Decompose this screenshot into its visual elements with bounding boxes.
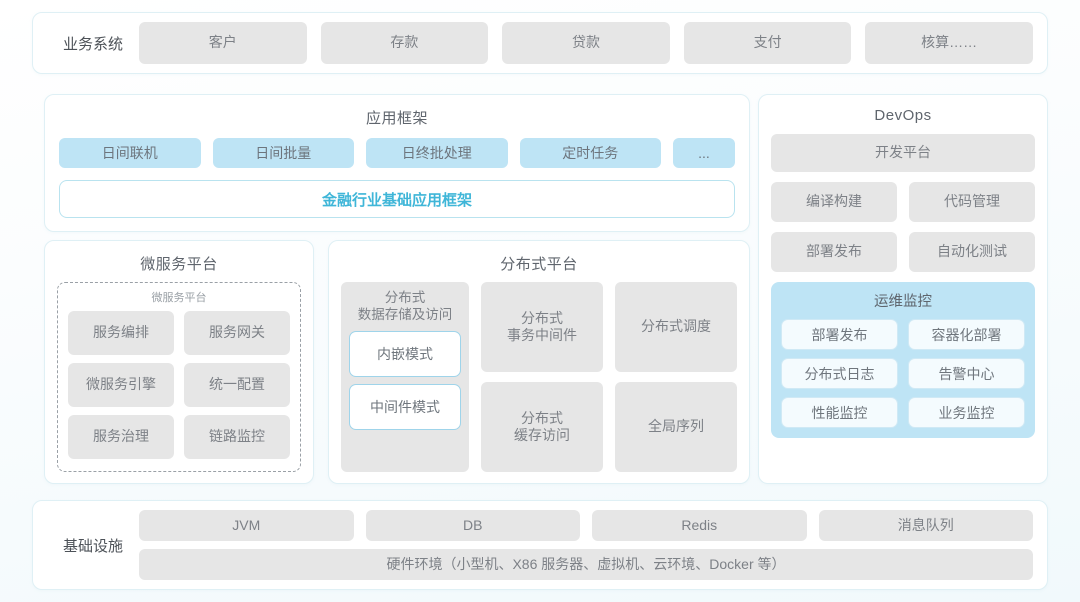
- infrastructure-chips: JVM DB Redis 消息队列: [139, 510, 1033, 541]
- infra-chip-message-queue[interactable]: 消息队列: [818, 510, 1033, 541]
- distributed-data-storage-title: 分布式 数据存储及访问: [349, 290, 461, 324]
- microservice-chip-unified-config[interactable]: 统一配置: [184, 363, 290, 407]
- infrastructure-row: 基础设施 JVM DB Redis 消息队列 硬件环境（小型机、X86 服务器、…: [32, 500, 1048, 590]
- distributed-chip-transaction-middleware[interactable]: 分布式 事务中间件: [481, 282, 603, 372]
- microservice-chip-trace-monitor[interactable]: 链路监控: [184, 415, 290, 459]
- ops-chip-alert-center[interactable]: 告警中心: [908, 358, 1025, 389]
- devops-title: DevOps: [874, 107, 932, 124]
- distributed-data-storage-card[interactable]: 分布式 数据存储及访问 内嵌模式 中间件模式: [341, 282, 469, 472]
- business-chip-loan[interactable]: 贷款: [502, 22, 670, 64]
- application-framework-pills: 日间联机 日间批量 日终批处理 定时任务 ...: [59, 138, 735, 168]
- distributed-mode-middleware[interactable]: 中间件模式: [349, 383, 461, 430]
- application-framework-card: 应用框架 日间联机 日间批量 日终批处理 定时任务 ... 金融行业基础应用框架: [44, 94, 750, 232]
- devops-chip-code-management[interactable]: 代码管理: [909, 182, 1035, 222]
- microservice-platform-inner-box: 微服务平台 服务编排 服务网关 微服务引擎 统一配置 服务治理 链路监控: [57, 282, 301, 472]
- microservice-platform-card: 微服务平台 微服务平台 服务编排 服务网关 微服务引擎 统一配置 服务治理 链路…: [44, 240, 314, 484]
- infrastructure-hardware-row: 硬件环境（小型机、X86 服务器、虚拟机、云环境、Docker 等）: [139, 549, 1033, 580]
- microservice-items-grid: 服务编排 服务网关 微服务引擎 统一配置 服务治理 链路监控: [68, 311, 290, 459]
- ops-chip-container-deploy[interactable]: 容器化部署: [908, 319, 1025, 350]
- infra-chip-jvm[interactable]: JVM: [139, 510, 354, 541]
- distributed-platform-body: 分布式 数据存储及访问 内嵌模式 中间件模式 分布式 事务中间件 分布式调度 分…: [341, 282, 737, 472]
- app-pill-more[interactable]: ...: [673, 138, 735, 168]
- ops-monitoring-block: 运维监控 部署发布 容器化部署 分布式日志 告警中心 性能监控 业务监控: [771, 282, 1035, 438]
- business-systems-row: 业务系统 客户 存款 贷款 支付 核算……: [32, 12, 1048, 74]
- infrastructure-content: JVM DB Redis 消息队列 硬件环境（小型机、X86 服务器、虚拟机、云…: [139, 510, 1033, 580]
- microservice-chip-gateway[interactable]: 服务网关: [184, 311, 290, 355]
- infra-chip-hardware-environment[interactable]: 硬件环境（小型机、X86 服务器、虚拟机、云环境、Docker 等）: [139, 549, 1033, 580]
- microservice-chip-engine[interactable]: 微服务引擎: [68, 363, 174, 407]
- business-chip-customer[interactable]: 客户: [139, 22, 307, 64]
- ops-chip-distributed-log[interactable]: 分布式日志: [781, 358, 898, 389]
- application-framework-title: 应用框架: [365, 110, 428, 127]
- devops-card: DevOps 开发平台 编译构建 代码管理 部署发布 自动化测试 运维监控 部署…: [758, 94, 1048, 484]
- business-chip-accounting[interactable]: 核算……: [865, 22, 1033, 64]
- microservice-chip-orchestration[interactable]: 服务编排: [68, 311, 174, 355]
- infra-chip-db[interactable]: DB: [365, 510, 580, 541]
- business-chip-payment[interactable]: 支付: [683, 22, 852, 64]
- finance-base-framework-band: 金融行业基础应用框架: [59, 180, 735, 218]
- microservice-platform-inner-title: 微服务平台: [151, 292, 207, 304]
- devops-chip-dev-platform[interactable]: 开发平台: [771, 134, 1035, 172]
- distributed-chip-cache-access-line2: 缓存访问: [514, 427, 570, 443]
- devops-chip-deploy-release[interactable]: 部署发布: [771, 232, 897, 272]
- devops-items-grid: 编译构建 代码管理 部署发布 自动化测试: [771, 182, 1035, 272]
- app-pill-eod-batch[interactable]: 日终批处理: [366, 138, 508, 168]
- distributed-mode-embedded[interactable]: 内嵌模式: [349, 330, 461, 377]
- business-systems-chips: 客户 存款 贷款 支付 核算……: [139, 22, 1033, 64]
- app-pill-daytime-online[interactable]: 日间联机: [59, 138, 201, 168]
- business-chip-deposit[interactable]: 存款: [320, 22, 489, 64]
- distributed-data-storage-title-line1: 分布式: [384, 290, 426, 305]
- distributed-chip-transaction-middleware-line2: 事务中间件: [507, 327, 577, 343]
- ops-monitoring-grid: 部署发布 容器化部署 分布式日志 告警中心 性能监控 业务监控: [781, 319, 1025, 428]
- distributed-chip-transaction-middleware-line1: 分布式: [521, 309, 563, 326]
- ops-chip-business-monitor[interactable]: 业务监控: [908, 397, 1025, 428]
- devops-chip-automated-test[interactable]: 自动化测试: [909, 232, 1035, 272]
- distributed-cells-grid: 分布式 事务中间件 分布式调度 分布式 缓存访问 全局序列: [481, 282, 737, 472]
- app-pill-daytime-batch[interactable]: 日间批量: [212, 138, 354, 168]
- business-systems-label: 业务系统: [62, 35, 123, 53]
- microservice-platform-title: 微服务平台: [140, 256, 218, 273]
- distributed-chip-global-sequence[interactable]: 全局序列: [615, 382, 737, 472]
- microservice-chip-governance[interactable]: 服务治理: [68, 415, 174, 459]
- distributed-platform-title: 分布式平台: [500, 256, 578, 273]
- distributed-chip-scheduling[interactable]: 分布式调度: [615, 282, 737, 372]
- distributed-platform-card: 分布式平台 分布式 数据存储及访问 内嵌模式 中间件模式 分布式 事务中间件 分…: [328, 240, 750, 484]
- distributed-data-storage-title-line2: 数据存储及访问: [357, 306, 453, 322]
- app-pill-scheduled-task[interactable]: 定时任务: [519, 138, 661, 168]
- ops-chip-performance-monitor[interactable]: 性能监控: [781, 397, 898, 428]
- ops-chip-deploy-release[interactable]: 部署发布: [781, 319, 898, 350]
- devops-chip-compile-build[interactable]: 编译构建: [771, 182, 897, 222]
- infrastructure-label: 基础设施: [62, 537, 123, 555]
- ops-monitoring-title: 运维监控: [874, 294, 932, 310]
- infra-chip-redis[interactable]: Redis: [592, 510, 807, 541]
- distributed-chip-cache-access[interactable]: 分布式 缓存访问: [481, 382, 603, 472]
- distributed-chip-cache-access-line1: 分布式: [521, 409, 563, 426]
